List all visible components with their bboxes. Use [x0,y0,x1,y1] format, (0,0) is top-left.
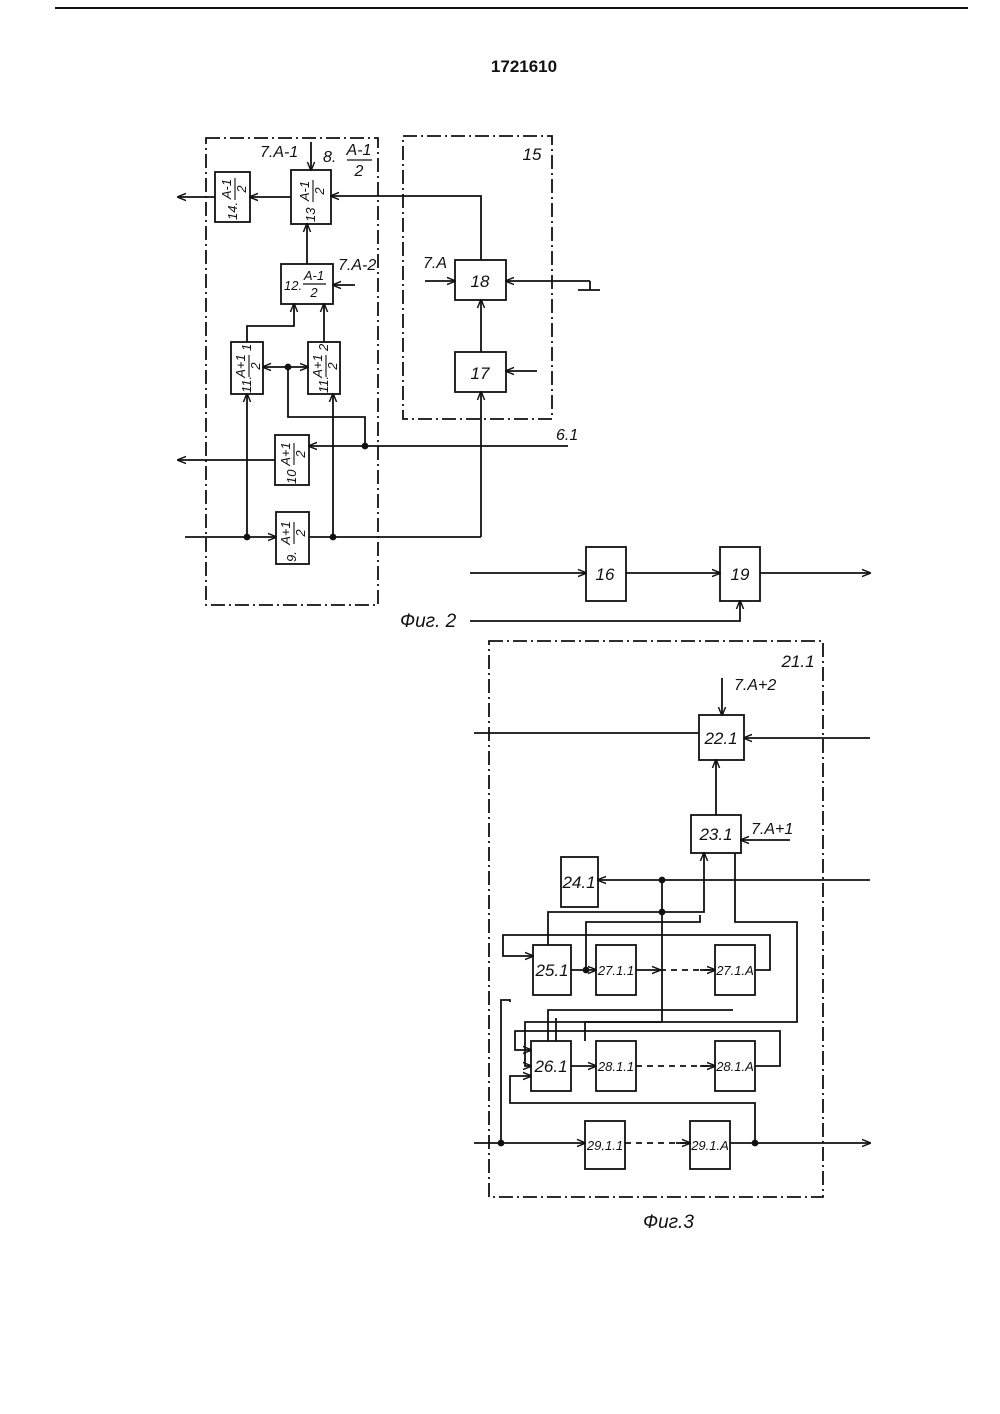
svg-text:2: 2 [312,187,327,196]
block-22-1-label: 22.1 [703,729,737,748]
fig2-signal-6-1: 6.1 [556,427,578,444]
block-9-label: 9. [284,551,299,562]
fig2-signal-7a-minus-1: 7.A-1 [260,144,298,161]
block-29-1-a-label: 29.1.A [690,1138,729,1153]
block-18-label: 18 [471,272,490,291]
fig3-signal-7a-plus-1: 7.A+1 [751,821,793,838]
figure-2-labels: 7.A-1 8. A-1 2 15 7.A-2 7.A 6.1 12. A-1 … [219,142,750,632]
svg-text:2: 2 [248,362,263,371]
block-29-1-1-label: 29.1.1 [586,1138,623,1153]
svg-text:A+1: A+1 [278,442,293,467]
figure-3-labels: 21.1 7.A+2 7.A+1 22.1 23.1 24.1 25.1 26.… [533,652,814,1233]
block-28-1-a-label: 28.1.A [715,1059,754,1074]
block-27-1-a-label: 27.1.A [715,963,754,978]
fig2-signal-7a: 7.A [423,255,447,272]
fig3-frame-21-1 [489,641,823,1197]
svg-text:A+1: A+1 [233,354,248,379]
svg-text:2: 2 [316,343,331,352]
svg-text:A-1: A-1 [219,179,234,200]
svg-text:A-1: A-1 [303,268,324,283]
fig2-signal-7a-minus-2: 7.A-2 [338,257,376,274]
svg-text:A+1: A+1 [278,521,293,546]
fig2-caption: Фиг. 2 [400,611,457,632]
svg-text:2: 2 [354,163,364,180]
fig3-frame-label: 21.1 [780,652,814,671]
block-12-label: 12. [284,278,302,293]
svg-text:2: 2 [293,529,308,538]
block-24-1-label: 24.1 [561,873,595,892]
block-10-label: 10 [284,469,299,484]
fig3-signal-7a-plus-2: 7.A+2 [734,677,776,694]
svg-text:2: 2 [325,362,340,371]
svg-text:2: 2 [309,285,318,300]
patent-number: 1721610 [491,57,557,76]
fig3-caption: Фиг.3 [643,1212,694,1233]
figure-3 [474,641,870,1197]
block-23-1-label: 23.1 [698,825,732,844]
fig2-frame-15-label: 15 [523,145,542,164]
svg-text:2: 2 [293,450,308,459]
block-16-label: 16 [596,565,615,584]
block-14-label: 14. [225,202,240,220]
svg-text:1: 1 [239,344,254,351]
svg-text:A+1: A+1 [310,354,325,379]
block-13-label: 13 [303,207,318,222]
block-27-1-1-label: 27.1.1 [597,963,634,978]
svg-text:A-1: A-1 [297,181,312,202]
block-26-1-label: 26.1 [533,1057,567,1076]
figure-2 [178,136,870,621]
block-25-1-label: 25.1 [534,961,568,980]
block-17-label: 17 [471,364,490,383]
block-28-1-1-label: 28.1.1 [597,1059,634,1074]
svg-text:2: 2 [234,185,249,194]
svg-text:A-1: A-1 [346,142,372,159]
fig2-signal-8: 8. [323,149,336,166]
block-19-label: 19 [731,565,750,584]
